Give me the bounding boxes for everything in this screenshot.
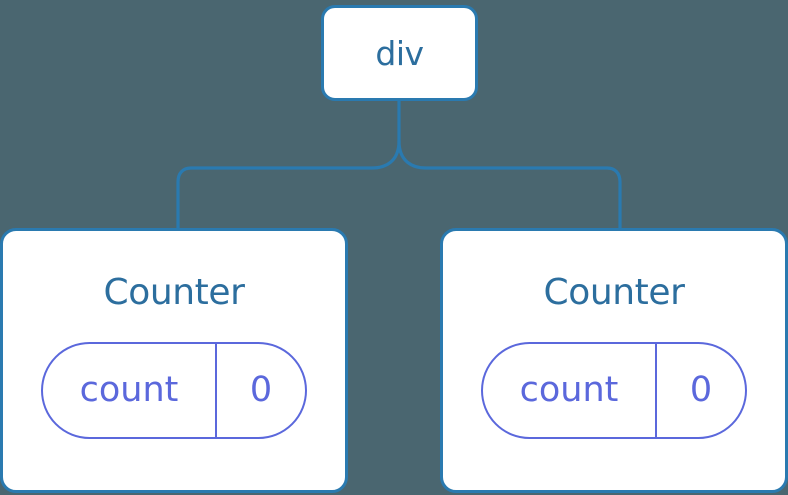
- node-counter-1-label: Counter: [103, 272, 245, 313]
- node-counter-1[interactable]: Counter count 0: [0, 228, 348, 493]
- state-value-label: 0: [249, 370, 273, 410]
- node-counter-2-label: Counter: [543, 272, 685, 313]
- state-badge-counter-2[interactable]: count 0: [481, 342, 747, 439]
- state-key-label: count: [43, 344, 217, 437]
- connector-branch-left: [176, 139, 401, 230]
- node-counter-2[interactable]: Counter count 0: [440, 228, 788, 493]
- node-div[interactable]: div: [321, 5, 478, 101]
- state-key-label: count: [483, 344, 657, 437]
- state-value-label: 0: [689, 370, 713, 410]
- state-badge-counter-1[interactable]: count 0: [41, 342, 307, 439]
- node-div-label: div: [375, 33, 424, 73]
- connector-branch-right: [397, 139, 622, 230]
